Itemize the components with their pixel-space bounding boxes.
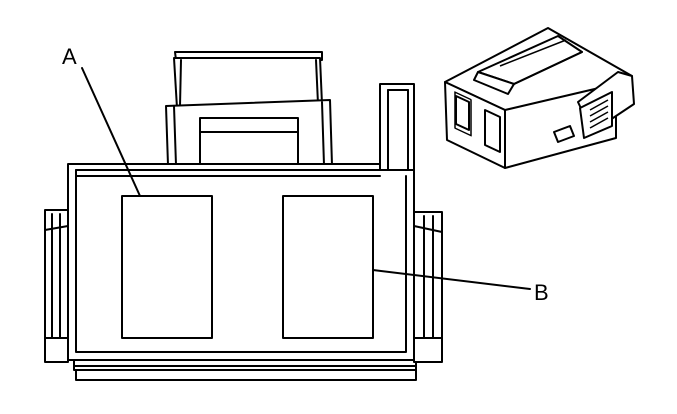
top-latch xyxy=(165,51,333,166)
callout-b: B xyxy=(372,269,549,305)
cavity-b xyxy=(282,195,374,339)
callout-a: A xyxy=(62,44,141,197)
connector-isometric-view xyxy=(444,27,635,169)
connector-front-view xyxy=(44,51,443,381)
left-side-clip xyxy=(44,209,69,363)
callout-label-b: B xyxy=(534,280,549,305)
callout-label-a: A xyxy=(62,44,77,69)
cavity-a xyxy=(121,195,213,339)
right-side-clip xyxy=(413,211,443,363)
right-tab xyxy=(379,83,415,171)
leader-line-a xyxy=(81,67,141,197)
leader-line-b xyxy=(372,269,531,290)
